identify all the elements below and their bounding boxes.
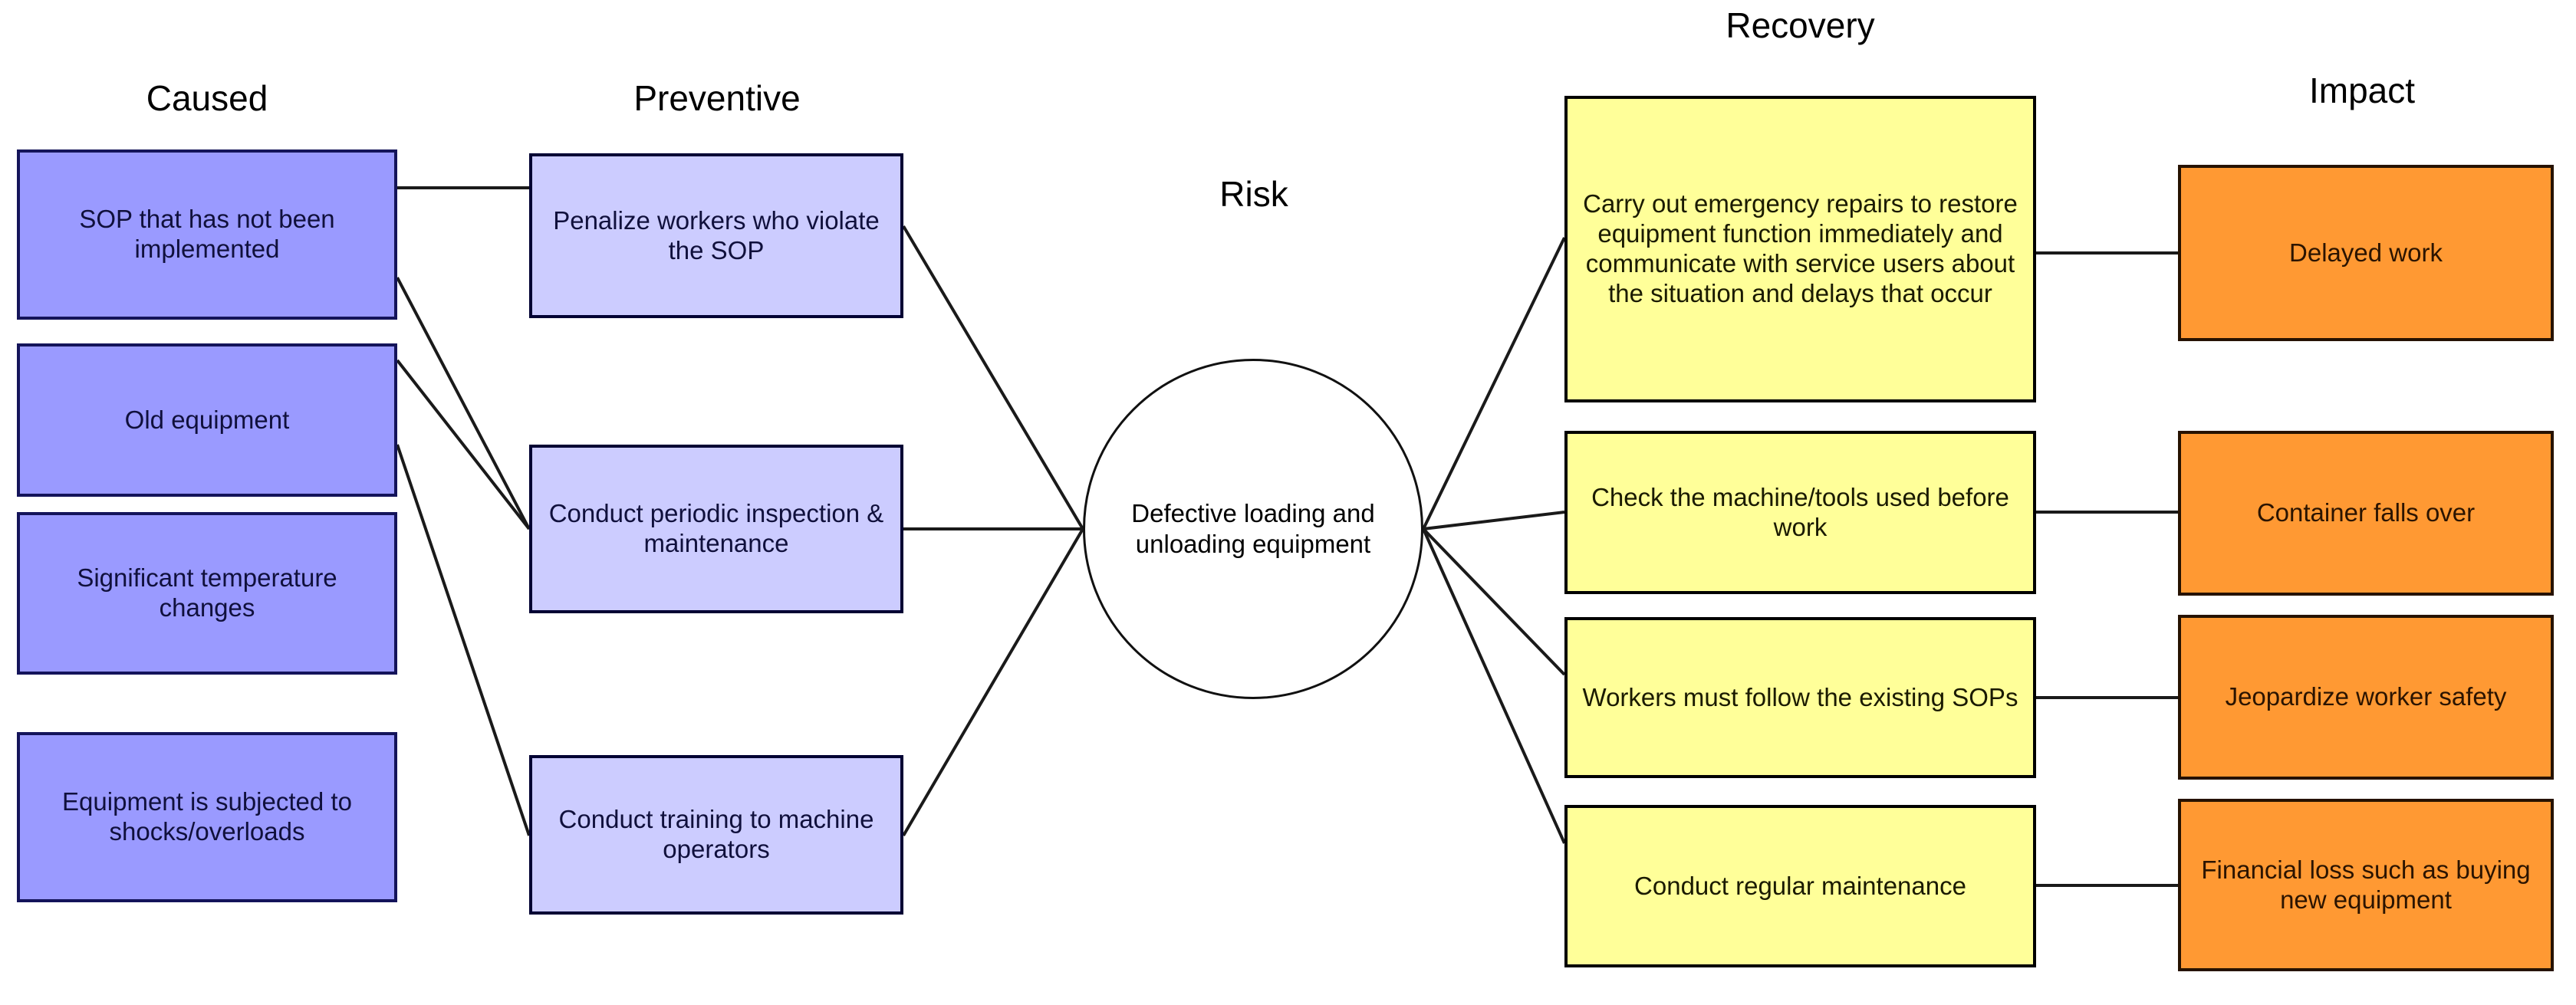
cause-box-4[interactable]: Equipment is subjected to shocks/overloa… [17, 732, 397, 902]
link-risk-r2 [1423, 511, 1565, 530]
recovery-box-2[interactable]: Check the machine/tools used before work [1564, 431, 2036, 594]
link-p1-risk [902, 225, 1084, 530]
risk-circle[interactable]: Defective loading and unloading equipmen… [1083, 359, 1423, 699]
cause-box-1[interactable]: SOP that has not been implemented [17, 149, 397, 320]
recovery-box-4[interactable]: Conduct regular maintenance [1564, 805, 2036, 967]
risk-label: Defective loading and unloading equipmen… [1131, 499, 1375, 558]
column-title-impact: Impact [2308, 71, 2416, 110]
link-p3-risk [902, 527, 1084, 837]
link-risk-r1 [1422, 237, 1566, 530]
recovery-box-3[interactable]: Workers must follow the existing SOPs [1564, 617, 2036, 778]
impact-box-2[interactable]: Container falls over [2178, 431, 2554, 596]
impact-box-4[interactable]: Financial loss such as buying new equipm… [2178, 799, 2554, 971]
preventive-box-1[interactable]: Penalize workers who violate the SOP [529, 153, 903, 318]
cause-box-2[interactable]: Old equipment [17, 343, 397, 497]
impact-box-1[interactable]: Delayed work [2178, 165, 2554, 341]
link-c3-p2 [396, 359, 531, 530]
column-title-recovery: Recovery [1726, 5, 1875, 45]
column-title-preventive: Preventive [633, 78, 801, 118]
column-title-caused: Caused [146, 78, 268, 118]
link-risk-r3 [1422, 527, 1566, 676]
preventive-box-3[interactable]: Conduct training to machine operators [529, 755, 903, 915]
column-title-risk: Risk [1219, 174, 1288, 214]
cause-box-3[interactable]: Significant temperature changes [17, 512, 397, 675]
link-risk-r4 [1422, 528, 1566, 844]
recovery-box-1[interactable]: Carry out emergency repairs to restore e… [1564, 96, 2036, 402]
preventive-box-2[interactable]: Conduct periodic inspection & maintenanc… [529, 445, 903, 613]
impact-box-3[interactable]: Jeopardize worker safety [2178, 615, 2554, 780]
link-c2-p2 [396, 277, 531, 530]
link-c4-p3 [396, 444, 531, 836]
